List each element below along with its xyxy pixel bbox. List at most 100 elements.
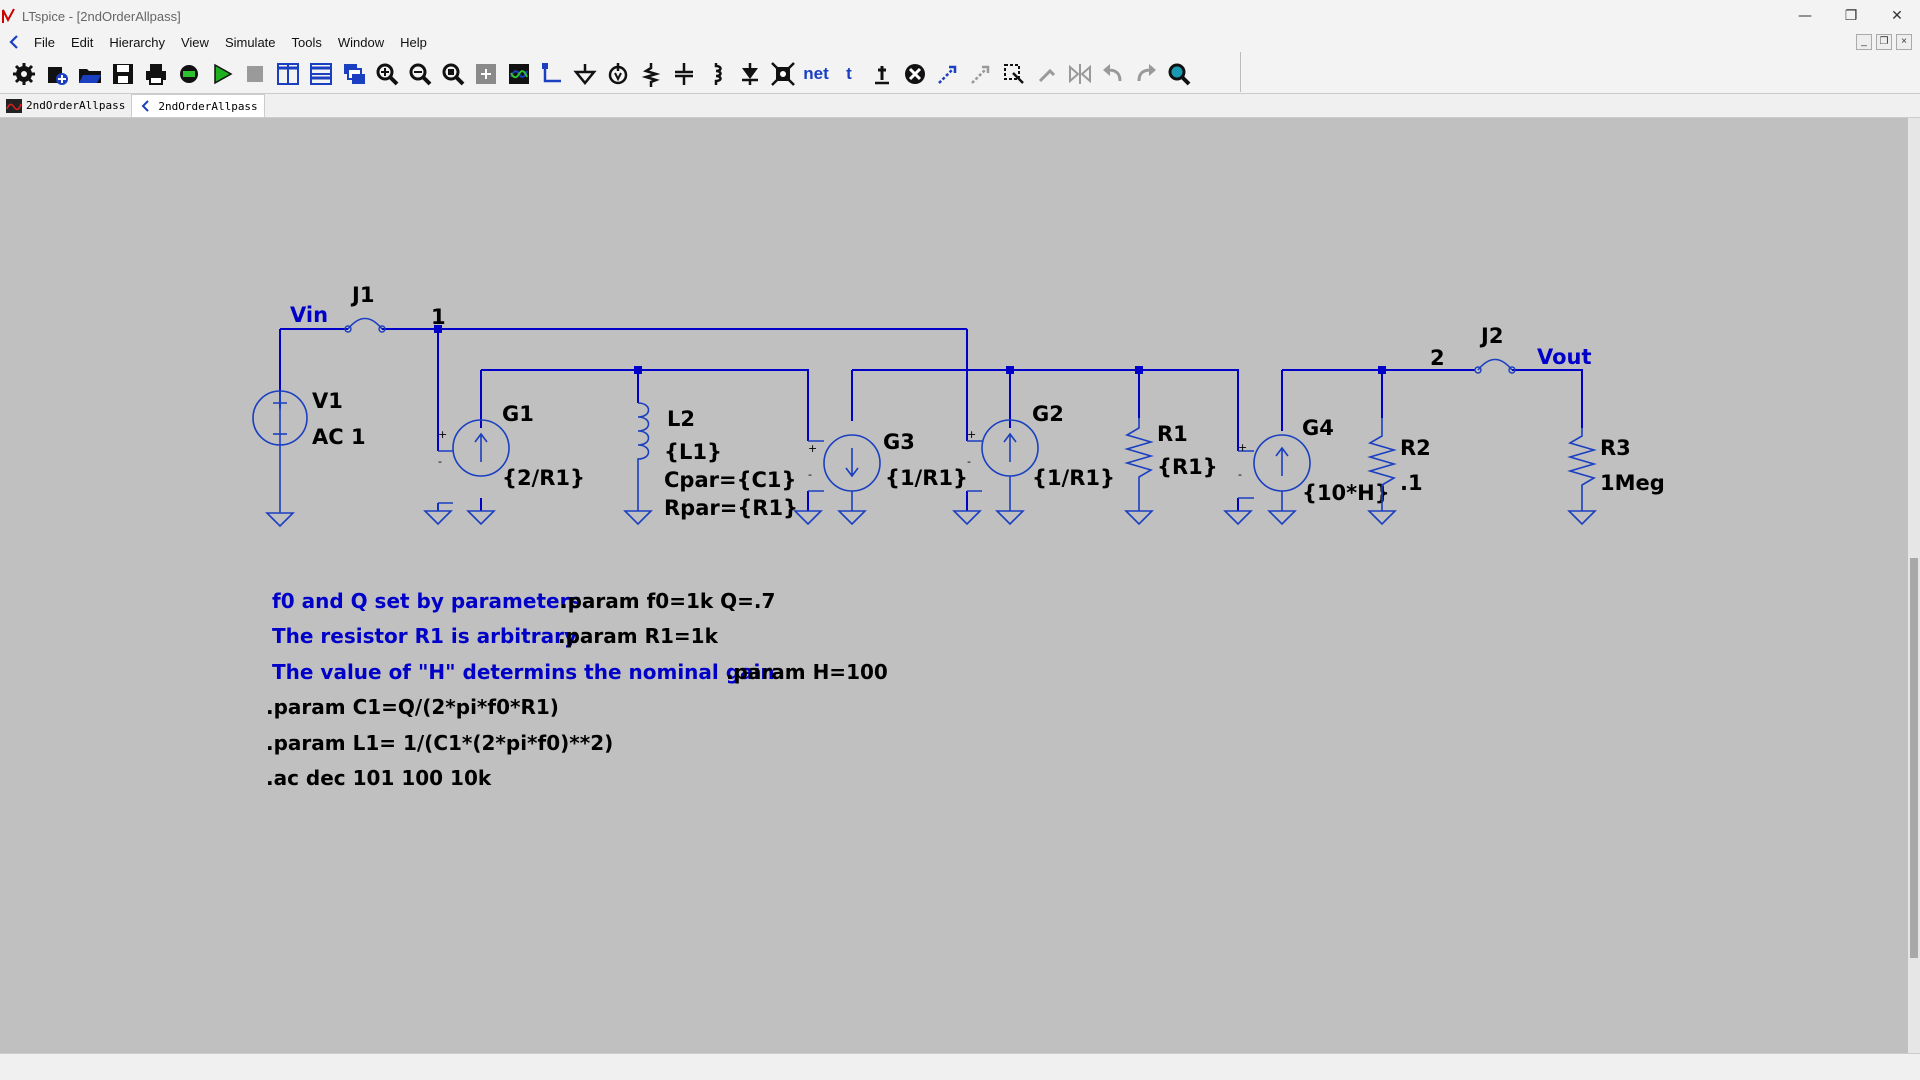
capacitor-icon[interactable] — [670, 60, 698, 88]
net-label-vin: Vin — [290, 303, 328, 327]
vertical-scrollbar[interactable] — [1908, 118, 1920, 1053]
zoom-fit-icon[interactable] — [439, 60, 467, 88]
title-bar: LTspice - [2ndOrderAllpass] — ❐ ✕ — [0, 0, 1920, 32]
g1-value: {2/R1} — [502, 466, 585, 490]
ground-symbols — [423, 510, 1597, 526]
directive-f0-q[interactable]: .param f0=1k Q=.7 — [560, 589, 775, 613]
window-title: LTspice - [2ndOrderAllpass] — [22, 8, 181, 24]
spice-directive-icon[interactable] — [868, 60, 896, 88]
component-g1[interactable] — [437, 419, 510, 511]
directive-c1[interactable]: .param C1=Q/(2*pi*f0*R1) — [266, 695, 559, 719]
component-j1[interactable] — [344, 317, 386, 333]
schematic-canvas[interactable]: V1 AC 1 J1 Vin 1 + - G1 {2/R1} L2 {L1} C… — [0, 118, 1908, 1053]
drag-icon[interactable] — [1000, 60, 1028, 88]
save-icon[interactable] — [109, 60, 137, 88]
rotate-icon[interactable] — [1033, 60, 1061, 88]
directive-ac[interactable]: .ac dec 101 100 10k — [266, 766, 492, 790]
component-j2[interactable] — [1474, 358, 1516, 374]
g2-value: {1/R1} — [1032, 466, 1115, 490]
j2-name: J2 — [1479, 324, 1503, 348]
comment-h: The value of "H" determins the nominal g… — [272, 660, 775, 684]
directive-l1[interactable]: .param L1= 1/(C1*(2*pi*f0)**2) — [266, 731, 613, 755]
menu-simulate[interactable]: Simulate — [224, 34, 276, 50]
toolbar-separator — [1240, 52, 1241, 92]
text-label-button[interactable]: t — [846, 64, 852, 83]
scrollbar-thumb[interactable] — [1910, 558, 1918, 958]
l2-cpar: Cpar={C1} — [664, 468, 797, 492]
g1-plus: + — [438, 428, 447, 441]
component-v1[interactable] — [252, 390, 308, 528]
mirror-icon[interactable] — [1066, 60, 1094, 88]
menu-bar: File Edit Hierarchy View Simulate Tools … — [0, 32, 1920, 52]
tile-vertical-icon[interactable] — [274, 60, 302, 88]
close-button[interactable]: ✕ — [1891, 8, 1903, 24]
settings-gear-icon[interactable] — [10, 60, 38, 88]
find-icon[interactable] — [1165, 60, 1193, 88]
l2-value: {L1} — [664, 440, 722, 464]
ground-icon[interactable] — [571, 60, 599, 88]
component-g2[interactable] — [967, 419, 1039, 511]
component-g4[interactable] — [1238, 434, 1311, 511]
g1-name: G1 — [502, 402, 534, 426]
diode-icon[interactable] — [736, 60, 764, 88]
draw-wire-icon[interactable] — [538, 60, 566, 88]
tab-waveform[interactable]: 2ndOrderAllpass — [0, 95, 131, 117]
delete-icon[interactable] — [901, 60, 929, 88]
menu-file[interactable]: File — [34, 34, 55, 50]
g3-value: {1/R1} — [885, 466, 968, 490]
tab-label: 2ndOrderAllpass — [26, 99, 126, 112]
halt-icon[interactable] — [241, 60, 269, 88]
menu-window[interactable]: Window — [337, 34, 385, 50]
component-icon[interactable] — [769, 60, 797, 88]
minimize-button[interactable]: — — [1798, 8, 1812, 24]
menu-view[interactable]: View — [180, 34, 209, 50]
zoom-in-icon[interactable] — [373, 60, 401, 88]
print-icon[interactable] — [142, 60, 170, 88]
tab-schematic[interactable]: 2ndOrderAllpass — [131, 94, 265, 117]
waveform-view-icon[interactable] — [505, 60, 533, 88]
r2-name: R2 — [1400, 436, 1431, 460]
mdi-minimize-button[interactable]: _ — [1856, 34, 1872, 50]
component-r1[interactable] — [1124, 418, 1154, 511]
tab-bar: 2ndOrderAllpass 2ndOrderAllpass — [0, 94, 1920, 118]
new-schematic-icon[interactable] — [43, 60, 71, 88]
j1-name: J1 — [350, 283, 374, 307]
restore-button[interactable]: ❐ — [1844, 8, 1858, 24]
zoom-out-icon[interactable] — [406, 60, 434, 88]
component-r3[interactable] — [1567, 428, 1597, 511]
menu-tools[interactable]: Tools — [291, 34, 322, 50]
g2-plus: + — [967, 428, 976, 441]
mdi-restore-button[interactable]: ❐ — [1876, 34, 1892, 50]
schematic-doc-icon[interactable] — [6, 34, 22, 50]
g4-value: {10*H} — [1302, 481, 1390, 505]
component-r2[interactable] — [1367, 418, 1397, 511]
tile-horizontal-icon[interactable] — [307, 60, 335, 88]
duplicate-icon[interactable] — [934, 60, 962, 88]
label-net-icon[interactable] — [604, 60, 632, 88]
move-icon[interactable] — [967, 60, 995, 88]
menu-hierarchy[interactable]: Hierarchy — [109, 34, 165, 50]
node-label-2: 2 — [1430, 346, 1445, 370]
undo-icon[interactable] — [1099, 60, 1127, 88]
directive-h[interactable]: .param H=100 — [726, 660, 888, 684]
cascade-icon[interactable] — [340, 60, 368, 88]
net-label-button[interactable]: net — [803, 64, 829, 83]
r1-value: {R1} — [1157, 455, 1218, 479]
component-g3[interactable] — [808, 434, 881, 511]
g4-minus: - — [1238, 468, 1242, 481]
v1-value: AC 1 — [312, 425, 366, 449]
open-folder-icon[interactable] — [76, 60, 104, 88]
redo-icon[interactable] — [1132, 60, 1160, 88]
pan-icon[interactable] — [472, 60, 500, 88]
inductor-icon[interactable] — [703, 60, 731, 88]
r3-name: R3 — [1600, 436, 1631, 460]
component-l2[interactable] — [637, 402, 650, 511]
resistor-icon[interactable] — [637, 60, 665, 88]
menu-edit[interactable]: Edit — [70, 34, 94, 50]
menu-help[interactable]: Help — [400, 34, 427, 50]
directive-r1[interactable]: .param R1=1k — [558, 624, 719, 648]
run-icon[interactable] — [208, 60, 236, 88]
control-panel-icon[interactable] — [175, 60, 203, 88]
g3-name: G3 — [883, 430, 915, 454]
mdi-close-button[interactable]: × — [1896, 34, 1912, 50]
